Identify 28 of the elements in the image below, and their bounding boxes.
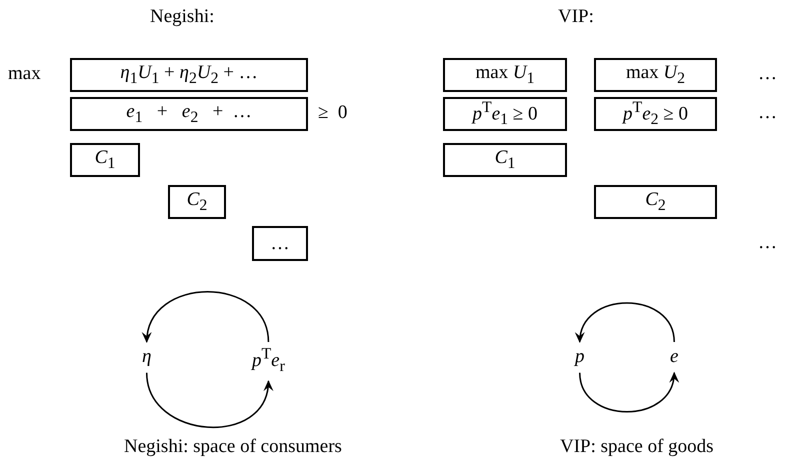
formula-box: e$_{1}$ + e$_{2}$ + … [70, 97, 308, 131]
curved-arrow [143, 291, 270, 343]
formula-box: C$_{1}$ [443, 143, 567, 177]
formula-box: η$_{1}$U$_{1}$ + η$_{2}$U$_{2}$ + … [70, 58, 308, 92]
math-label: ≥ 0 [318, 102, 348, 125]
caption: Negishi: space of consumers [124, 436, 342, 459]
curved-arrow [576, 302, 675, 343]
ellipsis: … [758, 232, 777, 255]
ellipsis: … [758, 63, 777, 86]
caption: VIP: space of goods [560, 436, 714, 459]
math-symbol: η [142, 346, 152, 369]
formula-box: p$^{T}$e$_{1}$ ≥ 0 [443, 97, 567, 131]
formula-box: … [252, 226, 308, 261]
heading: Negishi: [150, 6, 214, 29]
math-label: max [8, 63, 41, 86]
formula-box: max U$_{2}$ [594, 58, 717, 92]
formula-box: C$_{1}$ [70, 143, 140, 177]
math-symbol: e [670, 346, 678, 369]
math-symbol: p$^{T}$e$_{r}$ [252, 346, 285, 378]
ellipsis: … [758, 102, 777, 125]
curved-arrow [579, 372, 678, 413]
formula-box: p$^{T}$e$_{2}$ ≥ 0 [594, 97, 717, 131]
heading: VIP: [558, 6, 594, 29]
math-symbol: p [575, 346, 584, 369]
formula-box: max U$_{1}$ [443, 58, 567, 92]
curved-arrow [146, 372, 272, 428]
formula-box: C$_{2}$ [594, 185, 717, 219]
formula-box: C$_{2}$ [168, 185, 226, 219]
